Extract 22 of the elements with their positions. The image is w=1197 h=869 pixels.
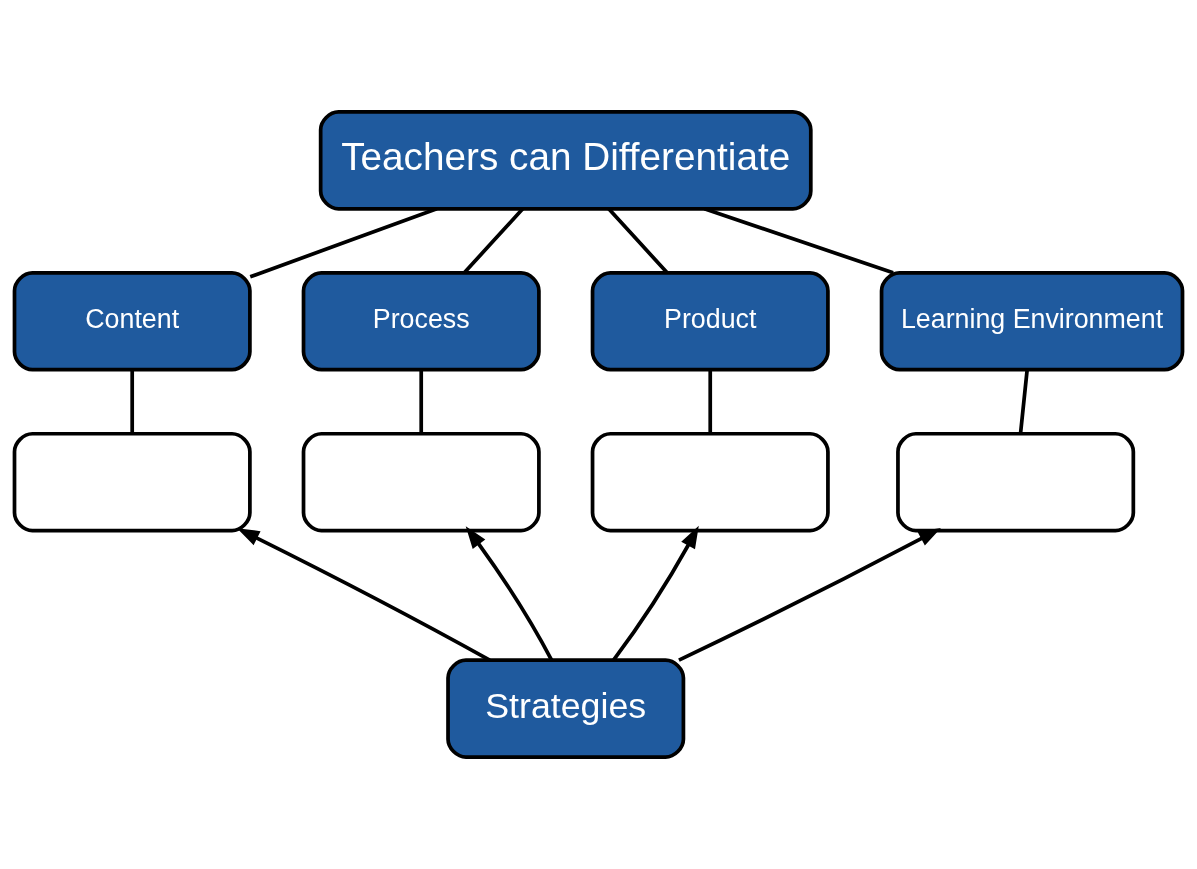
node-box: Product <box>590 271 830 372</box>
connector <box>130 369 135 434</box>
node-box: Strategies <box>446 658 686 759</box>
node-box <box>896 431 1136 533</box>
connector <box>708 369 713 434</box>
connector <box>419 369 424 434</box>
connector <box>249 207 438 279</box>
node-box: Process <box>301 271 541 372</box>
arrow <box>237 528 491 662</box>
node-box <box>12 431 252 533</box>
arrow <box>612 525 699 662</box>
arrow <box>678 528 941 662</box>
node-box <box>301 431 541 533</box>
node-box: Learning Environment <box>879 271 1185 372</box>
node-box <box>590 431 830 533</box>
arrow <box>465 526 554 661</box>
connector <box>462 207 525 274</box>
node-box: Content <box>12 271 252 372</box>
connector <box>607 207 669 274</box>
node-box: Teachers can Differentiate <box>318 110 813 211</box>
connector <box>1018 369 1029 434</box>
connector <box>703 207 894 275</box>
